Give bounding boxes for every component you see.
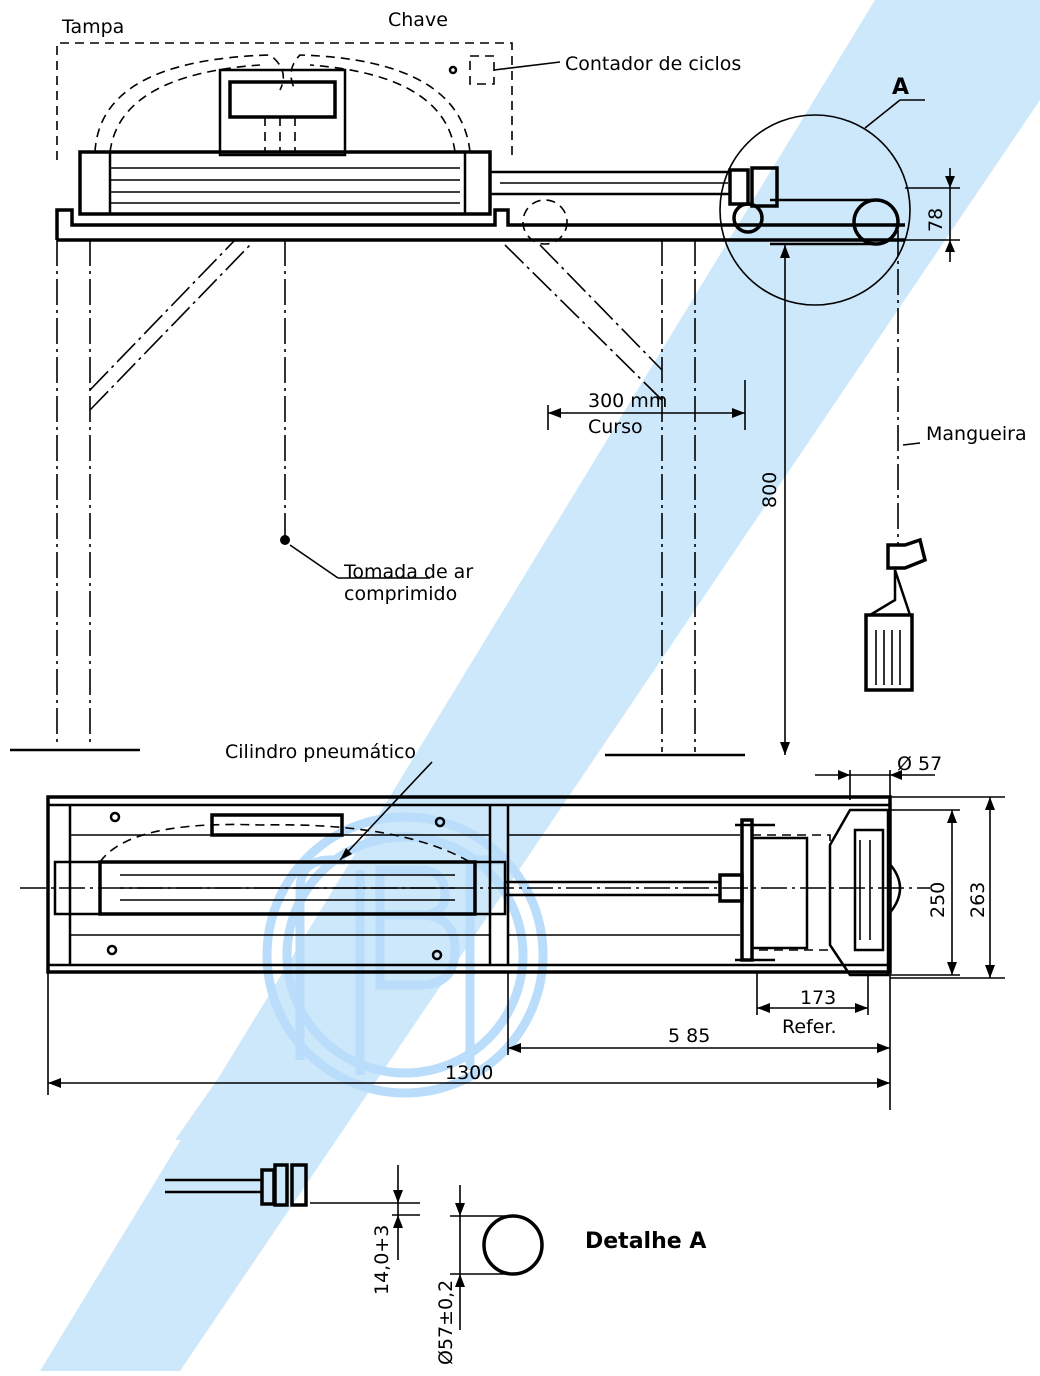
- carriage-wheel: [732, 202, 764, 234]
- plan-pulley: [853, 828, 885, 952]
- label-mangueira: Mangueira: [926, 423, 1027, 445]
- elevation-view: [10, 42, 960, 757]
- dim-tol57: Ø57±0,2: [435, 1280, 457, 1365]
- label-chave: Chave: [388, 9, 448, 31]
- cover-outline: [56, 42, 513, 160]
- test-weight: [864, 613, 914, 692]
- cylinder-body: [78, 150, 492, 216]
- dim-263: 263: [967, 882, 989, 918]
- plan-carriage: [740, 818, 754, 962]
- dim-250: 250: [927, 882, 949, 918]
- label-refer: Refer.: [782, 1016, 837, 1038]
- detail-a-circle: [719, 114, 911, 306]
- dim-585: 5 85: [668, 1025, 710, 1047]
- rod-clamp: [750, 166, 779, 208]
- dim-173: 173: [800, 987, 836, 1009]
- dim-1300: 1300: [445, 1062, 493, 1084]
- label-tomada-2: comprimido: [344, 583, 457, 605]
- dim-800: 800: [759, 472, 781, 508]
- base-plate: [55, 208, 905, 240]
- watermark: [40, 0, 1040, 1371]
- cycle-counter: [469, 55, 495, 85]
- detail-circle: [482, 1214, 544, 1276]
- label-contador: Contador de ciclos: [565, 53, 741, 75]
- label-cilindro: Cilindro pneumático: [225, 741, 416, 763]
- hose-clamp: [886, 537, 928, 570]
- label-curso: Curso: [588, 416, 643, 438]
- plan-view: [20, 761, 1005, 1110]
- dim-78: 78: [925, 208, 947, 232]
- dim-tol14: 14,0+3: [371, 1225, 393, 1295]
- label-curso-value: 300 mm: [588, 390, 667, 412]
- label-tampa: Tampa: [61, 16, 124, 38]
- dim-57: Ø 57: [897, 753, 942, 775]
- labels: Tampa Chave Contador de ciclos A Manguei…: [61, 9, 1027, 1365]
- detail-a-view: [165, 1163, 544, 1330]
- label-tomada-1: Tomada de ar: [343, 561, 473, 583]
- label-detail-ref: A: [892, 75, 909, 100]
- switch-symbol: [448, 65, 458, 75]
- plan-frame: [46, 795, 892, 974]
- label-detalhe: Detalhe A: [585, 1229, 706, 1254]
